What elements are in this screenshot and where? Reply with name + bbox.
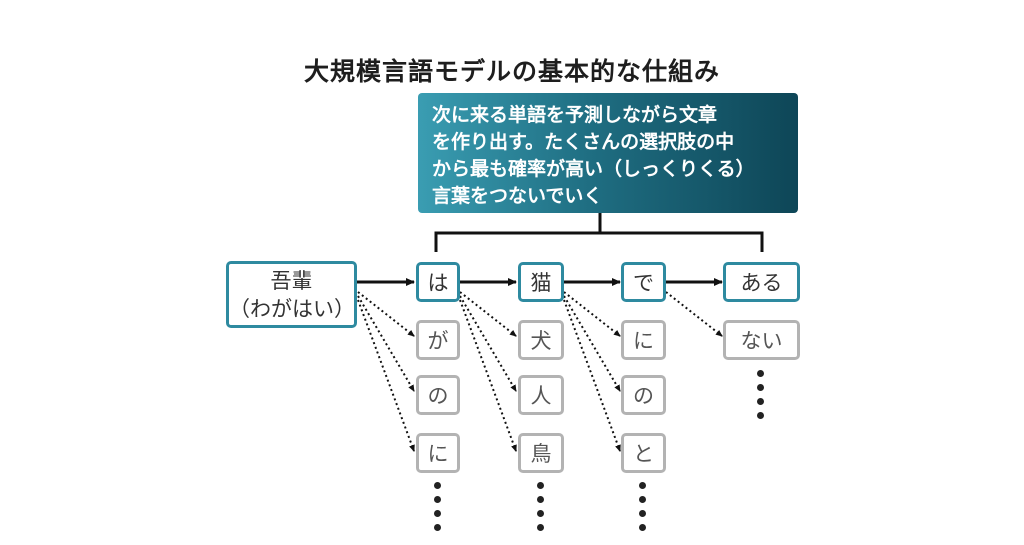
alternative-word-node: の	[416, 375, 460, 415]
description-line: 次に来る単語を予測しながら文章	[432, 104, 718, 126]
description-box: 次に来る単語を予測しながら文章 を作り出す。たくさんの選択肢の中 から最も確率が…	[418, 93, 798, 213]
alternative-word-node: に	[621, 320, 666, 360]
ellipsis-dots	[434, 482, 442, 538]
ellipsis-dots	[639, 482, 647, 538]
ellipsis-dots	[537, 482, 545, 538]
dotted-arrow	[459, 295, 517, 392]
description-line: から最も確率が高い（しっくりくる）	[432, 158, 755, 180]
alternative-word-node: の	[621, 375, 666, 415]
selected-word-node: で	[621, 262, 666, 302]
alternative-word-node: が	[416, 320, 460, 360]
alternative-word-node: に	[416, 433, 460, 473]
root-word: 吾輩	[270, 268, 313, 293]
diagram-title: 大規模言語モデルの基本的な仕組み	[303, 57, 720, 86]
dotted-arrow	[459, 299, 517, 452]
bracket-line	[434, 213, 764, 252]
alternative-word-node: 鳥	[518, 433, 564, 473]
selected-word-node: ある	[723, 262, 800, 302]
dotted-arrow	[563, 295, 621, 392]
selected-word-node: 猫	[518, 262, 564, 302]
dotted-arrow	[357, 295, 415, 392]
alternative-word-node: 犬	[518, 320, 564, 360]
dotted-arrow	[563, 291, 621, 337]
alternative-word-node: 人	[518, 375, 564, 415]
dotted-arrow	[357, 299, 415, 452]
alternative-word-node: と	[621, 433, 666, 473]
dotted-arrow	[563, 299, 621, 452]
alternative-word-node: ない	[723, 320, 800, 360]
dotted-arrow	[357, 291, 415, 337]
root-word-node: 吾輩 （わがはい）	[226, 261, 357, 328]
description-line: を作り出す。たくさんの選択肢の中	[432, 131, 735, 153]
root-reading: （わがはい）	[229, 296, 355, 321]
selected-word-node: は	[416, 262, 460, 302]
ellipsis-dots	[757, 370, 765, 426]
dotted-arrow	[665, 291, 723, 337]
dotted-arrow	[459, 291, 517, 337]
description-line: 言葉をつないでいく	[432, 185, 603, 207]
